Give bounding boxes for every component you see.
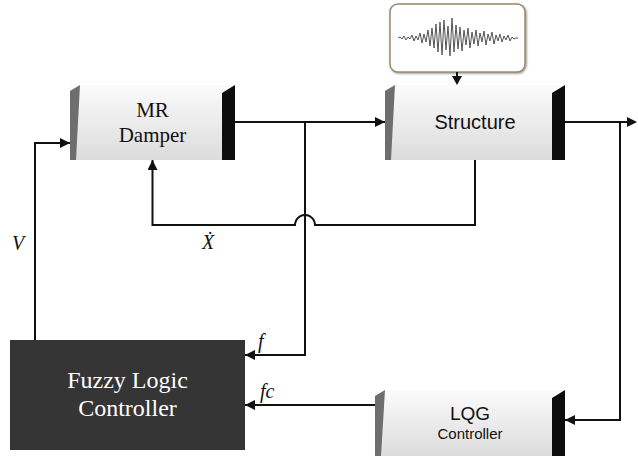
signal-label: fc (258, 380, 276, 402)
structure-box: Structure (385, 85, 565, 160)
signal-label: V (10, 232, 26, 254)
signal-label: Ẋ (200, 231, 216, 253)
node-text: Structure (434, 111, 515, 134)
box-edge (375, 390, 385, 456)
box-fill (70, 85, 235, 160)
signal-arrow (153, 160, 476, 225)
box-fill (10, 340, 245, 450)
node-text: MR Damper (108, 98, 198, 146)
output-line (620, 121, 628, 123)
seismogram-frame (390, 4, 525, 72)
node-text: Controller (437, 425, 502, 442)
damper-box: MR Damper (70, 85, 235, 160)
box-edge (385, 85, 395, 160)
box-edge (222, 85, 235, 160)
node-text: Fuzzy Logic Controller (33, 367, 223, 422)
box-edge (552, 390, 565, 456)
controller-box: LQGController (375, 390, 565, 456)
controller-box: Fuzzy Logic Controller (10, 340, 245, 450)
signal-arrow (235, 122, 305, 355)
box-fill (375, 390, 565, 456)
box-edge (552, 85, 565, 160)
signal-label: f (256, 330, 266, 352)
box-fill (385, 85, 565, 160)
excitation-arrowhead (452, 76, 462, 85)
node-text: LQG (450, 403, 490, 425)
output-arrowhead (627, 117, 637, 127)
signal-arrow (245, 404, 375, 406)
seismogram-trace (398, 18, 518, 56)
signal-arrow (35, 143, 70, 340)
signal-arrow (565, 122, 620, 420)
box-edge (70, 85, 80, 160)
